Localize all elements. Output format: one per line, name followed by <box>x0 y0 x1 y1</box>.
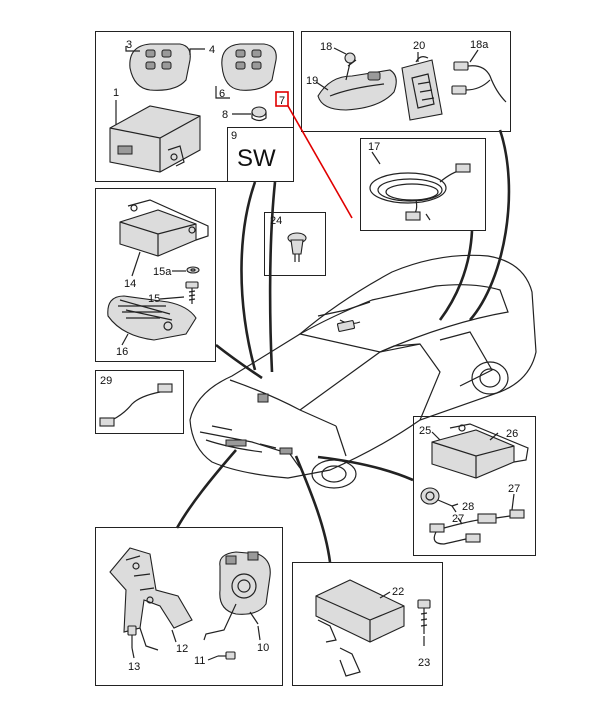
callout-24: 24 <box>270 215 282 227</box>
callout-8: 8 <box>222 109 228 121</box>
callout-11: 11 <box>194 655 205 667</box>
bracket-16 <box>107 295 197 341</box>
variant-label-sw: SW <box>237 145 276 172</box>
panel-sw-box <box>227 127 294 182</box>
callout-1: 1 <box>113 87 119 99</box>
callout-15a: 15a <box>153 266 172 278</box>
callout-20: 20 <box>413 40 425 52</box>
callout-17: 17 <box>368 141 380 153</box>
callout-23: 23 <box>418 657 430 669</box>
siren-10 <box>203 551 271 641</box>
module-14 <box>119 199 209 257</box>
module-22 <box>315 579 405 677</box>
callout-leaders-sensor <box>315 47 479 91</box>
screw-23 <box>417 599 431 634</box>
callout-15: 15 <box>148 293 160 305</box>
callout-25: 25 <box>419 425 431 437</box>
callout-22: 22 <box>392 586 404 598</box>
sensor-housing-19 <box>317 69 397 111</box>
leader-lines <box>175 129 511 563</box>
callout-16: 16 <box>116 346 128 358</box>
callout-3: 3 <box>126 39 132 51</box>
car-illustration <box>189 254 537 489</box>
callout-27-b: 27 <box>452 513 464 525</box>
remote-key-1 <box>129 43 191 91</box>
callout-14: 14 <box>124 278 136 290</box>
callout-10: 10 <box>257 642 269 654</box>
callout-leaders-bracket <box>121 251 186 346</box>
remote-key-2 <box>221 43 277 91</box>
callout-26: 26 <box>506 428 518 440</box>
callout-19: 19 <box>306 75 318 87</box>
callout-28: 28 <box>462 501 474 513</box>
sensor-28 <box>420 487 457 513</box>
callout-9: 9 <box>231 130 237 142</box>
control-unit-1 <box>109 105 201 173</box>
callout-leaders-module25 <box>431 431 515 525</box>
antenna-18 <box>344 52 357 81</box>
leader-17 <box>371 151 381 165</box>
callout-13: 13 <box>128 661 140 673</box>
module-25 <box>431 423 529 479</box>
battery-8 <box>251 106 267 122</box>
callout-4: 4 <box>209 44 215 56</box>
screw-13 <box>127 625 137 648</box>
highlight-callout-7 <box>275 91 353 219</box>
wire-27 <box>429 509 525 545</box>
callout-leaders-siren <box>131 625 261 661</box>
washer-15a <box>186 266 200 274</box>
bracket-12 <box>109 547 193 651</box>
callout-27-a: 27 <box>508 483 520 495</box>
cable-harness-17 <box>369 163 471 221</box>
callout-6: 6 <box>219 88 225 100</box>
callout-18a: 18a <box>470 39 489 51</box>
callout-12: 12 <box>176 643 188 655</box>
callout-leaders-keys <box>115 46 251 125</box>
screw-15 <box>185 281 199 304</box>
wire-18a <box>451 61 507 103</box>
screw-11 <box>218 651 236 660</box>
wire-29 <box>99 383 173 427</box>
bracket-20 <box>401 56 443 121</box>
callout-18: 18 <box>320 41 332 53</box>
callout-29: 29 <box>100 375 112 387</box>
connector-24 <box>287 232 307 262</box>
callout-7: 7 <box>279 95 285 107</box>
callout-leaders-module22 <box>379 591 425 646</box>
